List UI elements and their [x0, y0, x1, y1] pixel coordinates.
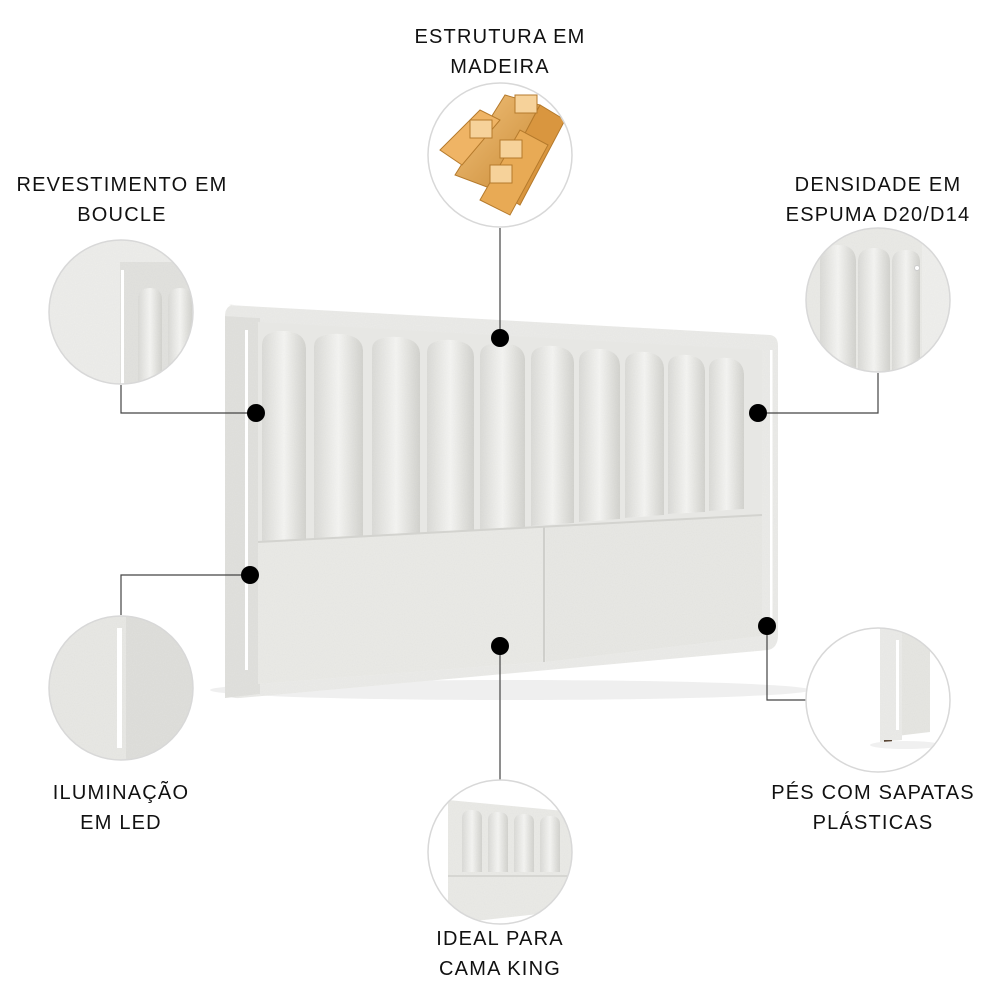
label-boucle-line1: REVESTIMENTO EM	[16, 174, 228, 196]
detail-king-image	[427, 779, 573, 925]
leader-lines	[120, 228, 879, 780]
marker-foam	[749, 404, 767, 422]
detail-boucle-image	[48, 239, 194, 385]
label-foam: DENSIDADE EM ESPUMA D20/D14	[756, 170, 1000, 230]
label-king-line1: IDEAL PARA	[436, 928, 564, 950]
label-boucle-line2: BOUCLE	[77, 204, 167, 226]
marker-boucle	[247, 404, 265, 422]
marker-feet	[758, 617, 776, 635]
marker-king	[491, 637, 509, 655]
markers	[241, 329, 776, 655]
label-wood-frame: ESTRUTURA EM MADEIRA	[380, 22, 620, 82]
detail-feet-image	[805, 627, 951, 773]
detail-led-image	[48, 615, 194, 761]
label-led-line1: ILUMINAÇÃO	[52, 782, 190, 804]
label-king: IDEAL PARA CAMA KING	[380, 924, 620, 984]
detail-foam-image	[805, 227, 951, 373]
label-feet-line1: PÉS COM SAPATAS	[771, 782, 975, 804]
headboard	[210, 304, 810, 700]
label-feet-line2: PLÁSTICAS	[812, 812, 934, 834]
label-led: ILUMINAÇÃO EM LED	[0, 778, 242, 838]
label-feet: PÉS COM SAPATAS PLÁSTICAS	[746, 778, 1000, 838]
label-boucle: REVESTIMENTO EM BOUCLE	[0, 170, 244, 230]
label-foam-line1: DENSIDADE EM	[794, 174, 962, 196]
label-wood-frame-line1: ESTRUTURA EM	[414, 26, 586, 48]
label-wood-frame-line2: MADEIRA	[450, 56, 550, 78]
label-king-line2: CAMA KING	[439, 958, 561, 980]
marker-wood-frame	[491, 329, 509, 347]
label-led-line2: EM LED	[80, 812, 162, 834]
marker-led	[241, 566, 259, 584]
detail-wood-image	[427, 82, 573, 228]
label-foam-line2: ESPUMA D20/D14	[785, 204, 971, 226]
